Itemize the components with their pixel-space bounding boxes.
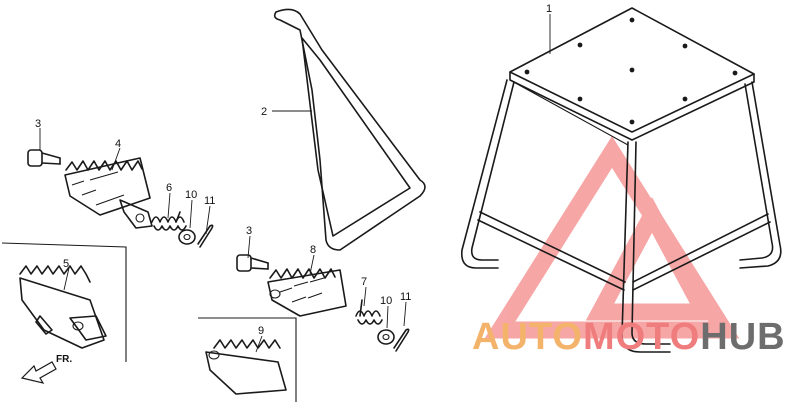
stand-rear-rail xyxy=(509,79,629,146)
part-7-spring xyxy=(355,299,383,325)
callout-10-upper: 10 xyxy=(185,189,197,201)
watermark-hub: HUB xyxy=(700,316,786,358)
part-11-pin-lower xyxy=(393,328,410,352)
inset-9-frame xyxy=(198,317,297,402)
callout-4: 4 xyxy=(115,138,121,150)
part-1-stand xyxy=(460,7,782,353)
footpeg-4-mount xyxy=(119,199,153,229)
callout-9: 9 xyxy=(258,325,264,337)
stand-crossbar-left xyxy=(477,219,625,291)
stand-crossbar-left-2 xyxy=(479,211,626,283)
callout-numbers: 1 2 3 4 5 6 10 11 3 8 7 10 11 9 xyxy=(35,3,552,337)
part-6-spring xyxy=(151,211,187,231)
stand-crossbar-right-2 xyxy=(632,213,769,283)
watermark-logo xyxy=(484,136,740,339)
callout-6: 6 xyxy=(166,182,172,194)
callout-3-upper: 3 xyxy=(35,118,41,130)
callout-1: 1 xyxy=(546,3,552,15)
part-2-bar-inner xyxy=(301,37,411,237)
part-3-bolt-lower xyxy=(236,254,269,272)
stand-bolt-holes xyxy=(524,17,738,125)
stand-leg-front xyxy=(621,141,671,353)
part-5-footpeg-inset xyxy=(1,242,127,362)
footpeg-4-teeth xyxy=(65,160,143,171)
part-2-bar-outer xyxy=(273,8,426,251)
part-9-footpeg-inset xyxy=(198,317,297,402)
part-11-pin-upper xyxy=(197,224,214,248)
footpeg-9-teeth xyxy=(213,339,281,349)
stand-top-edge xyxy=(509,71,755,141)
stand-leg-front-inner xyxy=(631,141,671,345)
stand-leg-right-inner xyxy=(739,83,774,261)
watermark-moto: MOTO xyxy=(582,316,701,358)
watermark-auto: AUTO xyxy=(472,316,583,358)
footpeg-5-mount xyxy=(69,315,107,341)
callout-11-lower: 11 xyxy=(400,291,411,303)
part-10-washer-upper xyxy=(178,229,196,245)
callout-3-lower: 3 xyxy=(246,225,252,237)
footpeg-5-teeth xyxy=(19,265,91,283)
footpeg-5-body xyxy=(19,277,105,349)
part-3-bolt-upper xyxy=(27,149,61,167)
callout-11-upper: 11 xyxy=(204,195,215,207)
leader-lines xyxy=(39,14,551,353)
footpeg-9-body xyxy=(205,351,287,395)
callout-8: 8 xyxy=(310,244,316,256)
part-4-footpeg-upper xyxy=(64,157,153,229)
watermark-text: AUTOMOTOHUB xyxy=(472,318,786,356)
callout-10-lower: 10 xyxy=(380,295,392,307)
inset-5-frame xyxy=(1,242,127,362)
stand-leg-left-inner xyxy=(470,81,515,261)
footpeg-4-grip xyxy=(71,171,125,206)
stand-leg-left xyxy=(460,79,508,269)
footpeg-8-teeth xyxy=(269,268,336,279)
part-8-footpeg-center xyxy=(267,268,347,317)
callout-7: 7 xyxy=(361,276,367,288)
arrow-icon xyxy=(20,361,57,384)
footpeg-8-grip xyxy=(279,277,325,303)
stand-crossbar-right xyxy=(632,221,771,291)
callout-5: 5 xyxy=(63,258,69,270)
front-direction-arrow: FR. xyxy=(20,354,72,384)
callout-2: 2 xyxy=(261,106,267,118)
direction-label: FR. xyxy=(56,354,72,365)
logo-inner-triangle xyxy=(585,197,719,321)
part-10-washer-lower xyxy=(377,329,395,345)
stand-leg-right xyxy=(739,81,782,269)
